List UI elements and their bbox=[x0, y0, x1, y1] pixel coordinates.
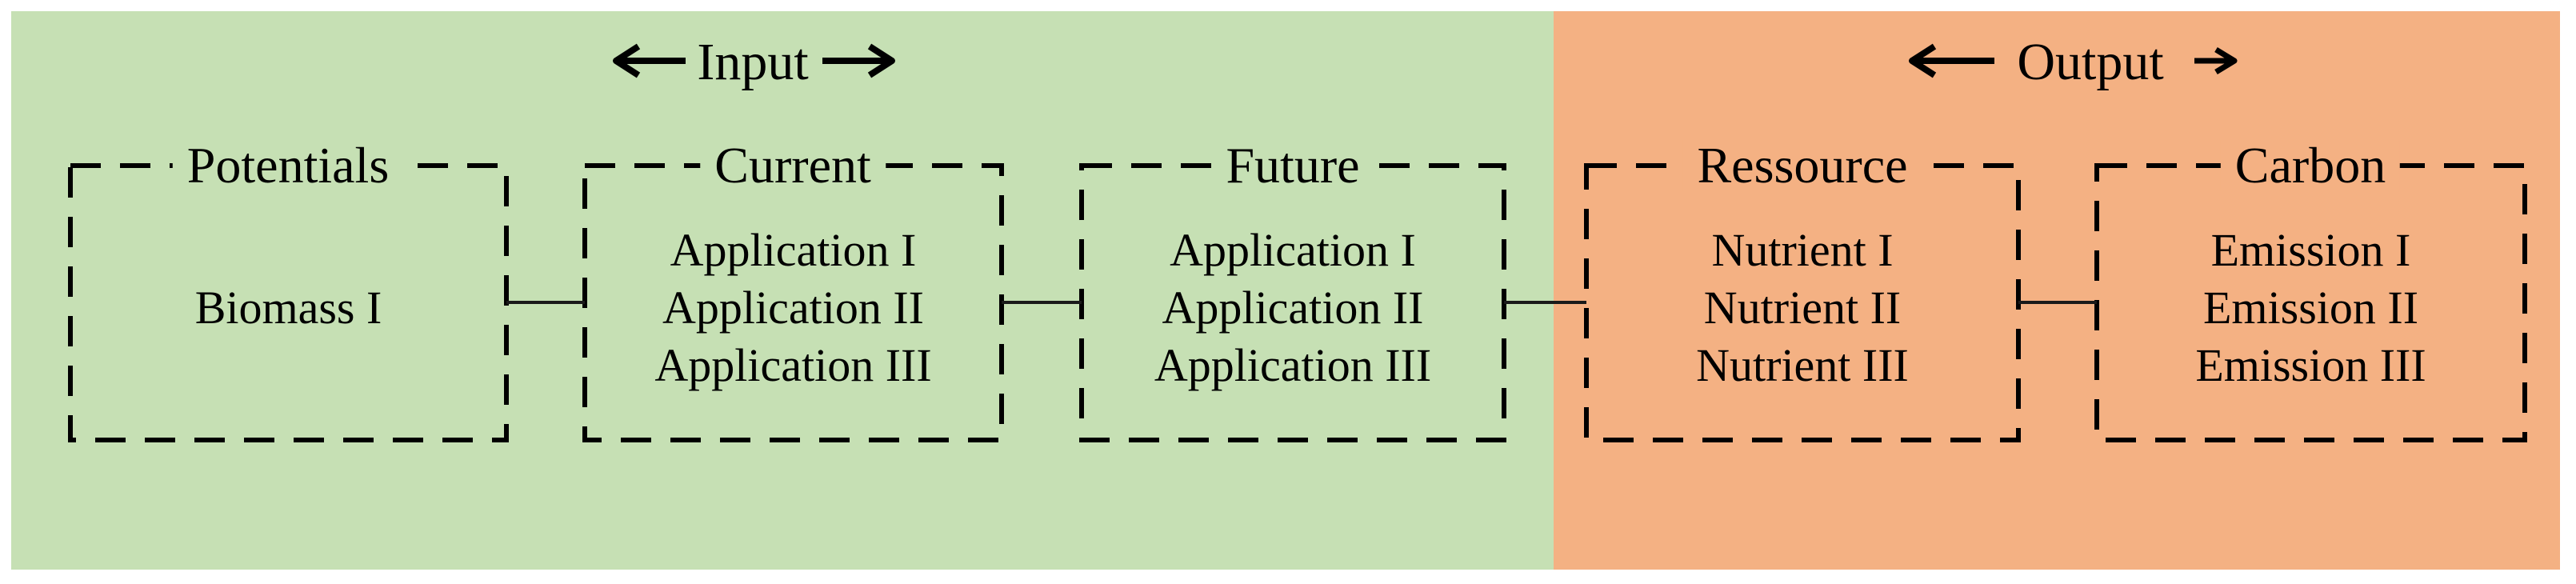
box-content-line: Application II bbox=[662, 282, 924, 334]
potentials-box-title: Potentials bbox=[172, 140, 404, 191]
input-left-arrow-icon bbox=[613, 43, 686, 78]
box-content-line: Nutrient I bbox=[1711, 224, 1894, 276]
box-content-line: Application II bbox=[1162, 282, 1424, 334]
box-content-line: Application III bbox=[654, 339, 932, 391]
ressource-box-title: Ressource bbox=[1682, 140, 1922, 191]
carbon-box-content: Emission I Emission II Emission III bbox=[2097, 176, 2525, 440]
box-content-line: Nutrient II bbox=[1703, 282, 1902, 334]
output-left-arrow-icon bbox=[1909, 43, 1994, 78]
output-right-arrow-icon bbox=[2194, 47, 2238, 74]
box-content-line: Application I bbox=[670, 224, 917, 276]
output-section-background bbox=[1554, 11, 2560, 570]
current-box-title: Current bbox=[700, 140, 886, 191]
ressource-box-content: Nutrient I Nutrient II Nutrient III bbox=[1586, 176, 2018, 440]
carbon-box-title: Carbon bbox=[2220, 140, 2401, 191]
box-content-line: Application I bbox=[1170, 224, 1416, 276]
input-right-arrow-icon bbox=[822, 43, 895, 78]
input-section-background bbox=[11, 11, 1554, 570]
box-content-line: Biomass I bbox=[194, 282, 382, 334]
input-section-label: Input bbox=[697, 33, 809, 91]
future-box-title: Future bbox=[1211, 140, 1374, 191]
box-content-line: Emission III bbox=[2195, 339, 2426, 391]
current-box-content: Application I Application II Application… bbox=[585, 176, 1002, 440]
box-content-line: Emission II bbox=[2202, 282, 2419, 334]
potentials-box-content: Biomass I bbox=[70, 176, 506, 440]
box-content-line: Nutrient III bbox=[1696, 339, 1909, 391]
box-content-line: Emission I bbox=[2210, 224, 2411, 276]
box-content-line: Application III bbox=[1154, 339, 1432, 391]
output-section-label: Output bbox=[2017, 33, 2164, 91]
future-box-content: Application I Application II Application… bbox=[1082, 176, 1504, 440]
